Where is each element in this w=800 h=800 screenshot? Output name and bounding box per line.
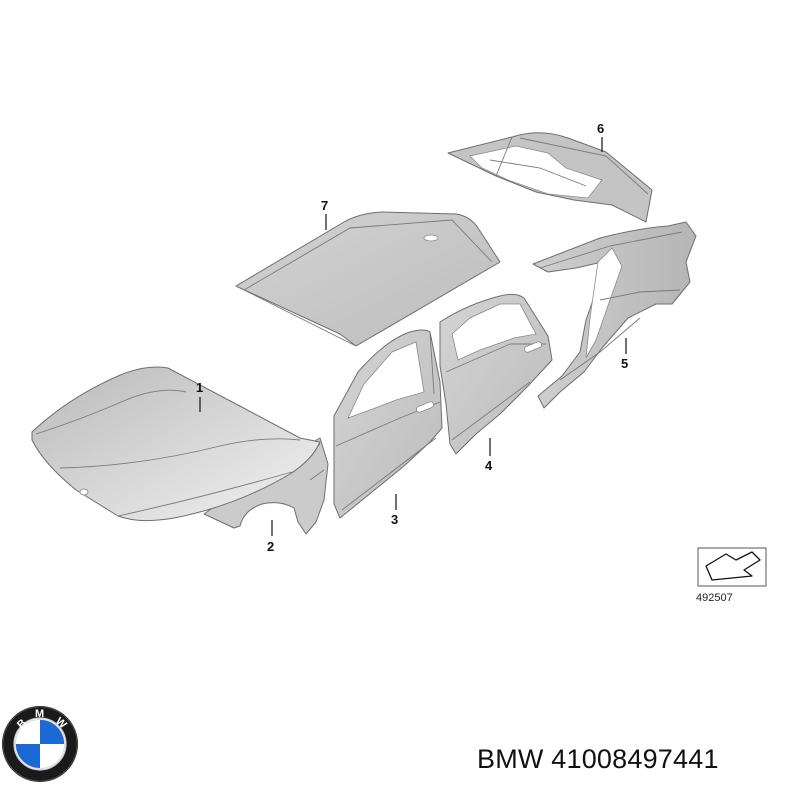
part-number: BMW 41008497441 (477, 744, 719, 774)
roof-part (235, 211, 501, 347)
callout-trunk-lid: 6 (597, 121, 604, 136)
trunk-lid-part (447, 132, 653, 223)
reference-number: 492507 (696, 592, 733, 604)
bmw-logo-icon: B M W (2, 706, 78, 782)
callout-labels: 1 2 3 4 5 6 7 (196, 121, 628, 554)
callout-hood: 1 (196, 380, 203, 395)
callout-rear-door: 4 (485, 458, 493, 473)
callout-front-door: 3 (391, 512, 398, 527)
front-door-part (333, 329, 443, 519)
hood-part (31, 366, 321, 522)
callout-side-frame: 5 (621, 356, 628, 371)
arrow-icon (705, 551, 761, 581)
svg-text:M: M (35, 708, 44, 720)
rear-door-part (439, 293, 553, 455)
callout-roof: 7 (321, 198, 328, 213)
leader-lines (199, 137, 627, 536)
reference-box: 492507 (696, 547, 767, 604)
callout-front-fender: 2 (267, 539, 274, 554)
side-frame-part (532, 221, 697, 409)
